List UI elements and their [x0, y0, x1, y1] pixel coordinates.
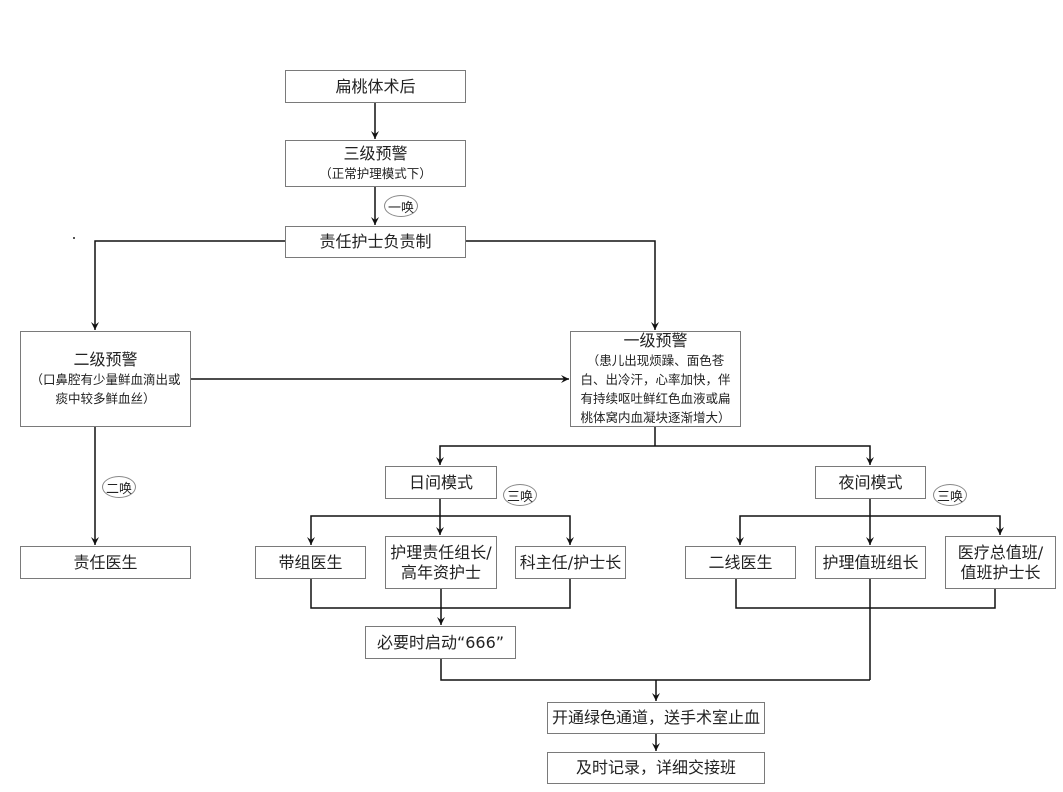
node-dept-director: 科主任/护士长 — [515, 546, 626, 579]
node-night-mode-title: 夜间模式 — [838, 472, 903, 492]
node-level2-sub-line: 痰中较多鲜血丝） — [55, 391, 156, 406]
arrow-level1-to-night — [655, 445, 874, 465]
badge-call1: 一唤 — [384, 195, 418, 217]
node-nursing-leader: 护理责任组长/ 高年资护士 — [385, 536, 497, 589]
node-level1-sub-line: 桃体窝内血凝块逐渐增大） — [580, 410, 731, 425]
node-start-666-title: 必要时启动“666” — [376, 632, 505, 652]
node-second-doctor-title: 二线医生 — [708, 552, 773, 572]
node-start-title: 扁桃体术后 — [335, 76, 416, 96]
node-primary-nurse-title: 责任护士负责制 — [319, 232, 432, 251]
node-level1-sub-line: （患儿出现烦躁、面色苍 — [586, 353, 725, 368]
node-green-channel-title: 开通绿色通道，送手术室止血 — [551, 708, 760, 727]
node-day-mode: 日间模式 — [385, 466, 497, 499]
node-level3-warning: 三级预警 （正常护理模式下） — [285, 140, 466, 187]
node-level1-warning: 一级预警 （患儿出现烦躁、面色苍 白、出冷汗，心率加快，伴 有持续呕吐鲜红色血液… — [570, 331, 741, 427]
node-resp-doctor-title: 责任医生 — [73, 552, 138, 572]
node-level2-warning: 二级预警 （口鼻腔有少量鲜血滴出或 痰中较多鲜血丝） — [20, 331, 191, 427]
stray-dot — [73, 237, 75, 239]
node-level1-title: 一级预警 — [623, 331, 688, 350]
node-night-nurse-leader-title: 护理值班组长 — [822, 552, 919, 572]
node-level2-title: 二级预警 — [73, 350, 138, 369]
node-day-mode-title: 日间模式 — [408, 472, 473, 492]
arrow-primary-to-level1 — [465, 240, 659, 330]
node-resp-doctor: 责任医生 — [20, 546, 191, 579]
arrow-day-to-group-doctor — [307, 515, 440, 545]
node-night-nurse-leader: 护理值班组长 — [815, 546, 926, 579]
node-level3-title: 三级预警 — [343, 144, 408, 163]
node-start-666: 必要时启动“666” — [365, 626, 516, 659]
node-green-channel: 开通绿色通道，送手术室止血 — [547, 702, 765, 734]
arrow-day-to-director — [440, 515, 574, 545]
node-level2-sub-line: （口鼻腔有少量鲜血滴出或 — [30, 372, 181, 387]
node-record-title: 及时记录，详细交接班 — [575, 758, 736, 777]
arrow-night-to-second-doctor — [736, 515, 870, 545]
node-nursing-leader-line: 高年资护士 — [400, 562, 481, 582]
node-record: 及时记录，详细交接班 — [547, 752, 765, 784]
node-dept-director-title: 科主任/护士长 — [519, 552, 622, 572]
node-general-duty-line: 医疗总值班/ — [957, 542, 1044, 562]
node-group-doctor: 带组医生 — [255, 546, 366, 579]
node-nursing-leader-line: 护理责任组长/ — [390, 542, 492, 562]
arrow-primary-to-level2 — [91, 240, 285, 330]
arrow-level1-to-day — [436, 445, 655, 465]
node-level1-sub-line: 有持续呕吐鲜红色血液或扁 — [580, 391, 731, 406]
node-second-doctor: 二线医生 — [685, 546, 796, 579]
node-night-mode: 夜间模式 — [815, 466, 926, 499]
node-general-duty: 医疗总值班/ 值班护士长 — [945, 536, 1056, 589]
arrow-night-to-general-duty — [870, 515, 1004, 535]
node-start: 扁桃体术后 — [285, 70, 466, 103]
badge-call2: 二唤 — [102, 476, 136, 498]
node-general-duty-line: 值班护士长 — [960, 562, 1041, 582]
badge-call3-day: 三唤 — [503, 484, 537, 506]
node-level3-sub: （正常护理模式下） — [319, 166, 432, 181]
node-level1-sub-line: 白、出冷汗，心率加快，伴 — [580, 372, 731, 387]
node-group-doctor-title: 带组医生 — [278, 552, 343, 572]
badge-call3-night: 三唤 — [933, 484, 967, 506]
node-primary-nurse: 责任护士负责制 — [285, 226, 466, 258]
